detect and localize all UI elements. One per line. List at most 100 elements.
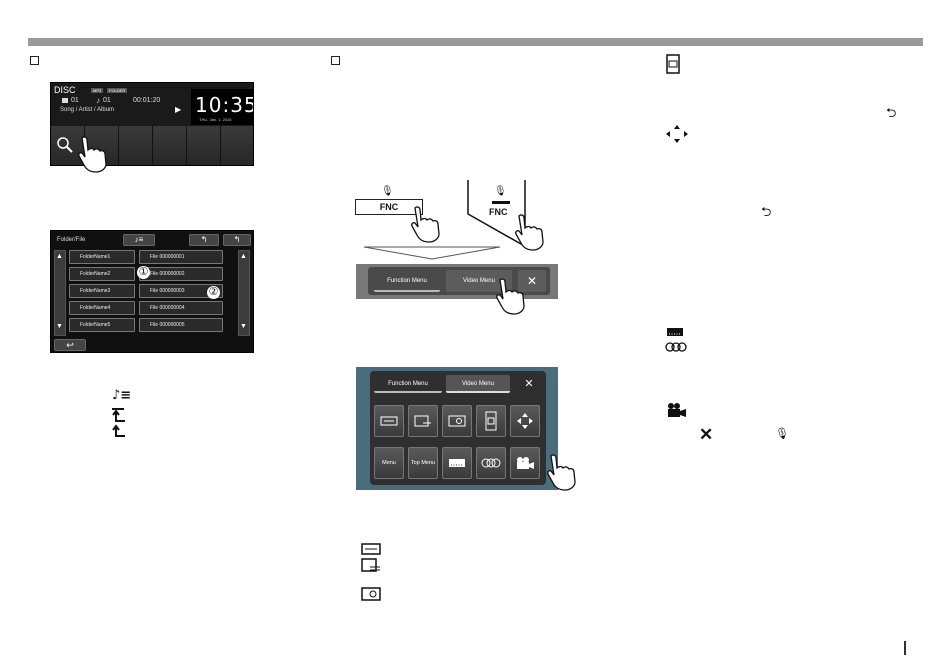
folder-up-icon <box>112 408 125 437</box>
music-list-icon: ♪≡ <box>112 388 132 403</box>
page-marker <box>904 641 906 655</box>
close-icon: ✕ <box>699 425 714 444</box>
callout-1: ① <box>137 266 150 279</box>
header-bar <box>28 38 923 46</box>
picture-adjust-button[interactable] <box>408 405 438 437</box>
list-item[interactable]: FolderName4 <box>69 301 135 315</box>
clock-panel: 10:35 THU. Jan. 1. 2015 <box>191 89 254 125</box>
screen-header: Folder/File <box>57 237 86 243</box>
list-item[interactable]: File 000000001 <box>139 250 223 264</box>
film-icon <box>485 411 497 431</box>
tab-function-menu[interactable]: Function Menu <box>374 270 440 292</box>
aspect-icon <box>380 416 398 426</box>
music-note-icon: ♪ <box>96 96 100 105</box>
folder-number: 01 <box>71 97 79 104</box>
angle-button[interactable] <box>510 447 540 479</box>
tab-video-menu[interactable]: Video Menu <box>446 270 512 292</box>
folder-badge: FOLDER <box>107 88 128 93</box>
function-menu-inner: Function Menu Video Menu ✕ <box>368 267 550 295</box>
aspect-icon <box>361 543 381 555</box>
list-item[interactable]: FolderName1 <box>69 250 135 264</box>
film-icon <box>666 54 680 74</box>
callout-2: ② <box>207 286 220 299</box>
hand-pointer-icon <box>411 206 440 243</box>
tab-function-menu[interactable]: Function Menu <box>374 375 442 393</box>
elapsed-time: 00:01:20 <box>133 97 161 104</box>
picture-adjust-icon <box>361 558 380 572</box>
scroll-up-icon[interactable]: ▲ <box>56 253 63 260</box>
track-number: 01 <box>103 97 111 104</box>
section-bullet-1 <box>30 56 39 65</box>
indicator-bar <box>492 201 510 204</box>
tag-info: Song / Artist / Album <box>60 107 115 113</box>
back-icon: ⮌ <box>886 106 897 121</box>
bar-cell[interactable] <box>153 126 187 165</box>
source-label: DISC <box>54 85 76 95</box>
folder-file-screen: Folder/File ♪≡ ↰ ↰ ▲ ▼ ▲ ▼ FolderName1 F… <box>50 230 254 353</box>
mic-icon: 🎙 <box>381 186 394 197</box>
parent-folder-button[interactable]: ↰ <box>189 234 219 246</box>
audio-icon <box>481 458 501 468</box>
picture-adjust-icon <box>414 415 431 427</box>
tab-video-menu[interactable]: Video Menu <box>446 375 510 393</box>
top-menu-button[interactable]: Top Menu <box>408 447 438 479</box>
scroll-down-icon[interactable]: ▼ <box>56 323 63 330</box>
fnc-button[interactable]: FNC <box>355 199 423 215</box>
back-button[interactable]: ↩ <box>54 339 86 351</box>
folder-icon <box>62 98 68 103</box>
scroll-up-icon[interactable]: ▲ <box>240 253 247 260</box>
list-item[interactable]: FolderName3 <box>69 284 135 298</box>
list-item[interactable]: File 000000003 <box>139 284 223 298</box>
zoom-button[interactable] <box>442 405 472 437</box>
list-item[interactable]: File 000000005 <box>139 318 223 332</box>
camera-icon <box>668 403 686 417</box>
root-folder-button[interactable]: ↰ <box>223 234 251 246</box>
video-menu-screen: Function Menu Video Menu ✕ Menu Top Menu <box>356 367 558 490</box>
cursor-arrows-icon <box>666 125 688 143</box>
hand-pointer-icon <box>78 136 107 173</box>
audio-button[interactable] <box>476 447 506 479</box>
folder-list: FolderName1 FolderName2 FolderName3 Fold… <box>69 250 135 332</box>
mic-icon: 🎙 <box>775 428 789 440</box>
bar-cell[interactable] <box>187 126 221 165</box>
list-item[interactable]: File 000000004 <box>139 301 223 315</box>
music-list-button[interactable]: ♪≡ <box>123 234 155 246</box>
subtitle-button[interactable] <box>442 447 472 479</box>
camera-icon <box>517 457 534 469</box>
audio-icon <box>665 342 687 352</box>
clock-time: 10:35 <box>195 93 254 117</box>
clock-date: THU. Jan. 1. 2015 <box>199 117 232 122</box>
back-icon: ⮌ <box>761 205 772 220</box>
list-item[interactable]: File 000000002 <box>139 267 223 281</box>
close-button[interactable]: ✕ <box>524 378 534 390</box>
search-icon <box>57 137 73 153</box>
bar-cell[interactable] <box>221 126 253 165</box>
cursor-button[interactable] <box>510 405 540 437</box>
bar-cell[interactable] <box>119 126 153 165</box>
function-menu-bar: Function Menu Video Menu ✕ <box>356 264 558 299</box>
chapter-button[interactable] <box>476 405 506 437</box>
zoom-icon <box>361 587 381 601</box>
hand-pointer-icon <box>496 278 525 315</box>
fnc-label[interactable]: FNC <box>489 207 508 217</box>
aspect-ratio-button[interactable] <box>374 405 404 437</box>
hand-pointer-icon <box>515 214 544 251</box>
list-item[interactable]: FolderName2 <box>69 267 135 281</box>
section-bullet-2 <box>331 56 340 65</box>
file-list: File 000000001 File 000000002 File 00000… <box>139 250 223 332</box>
scroll-down-icon[interactable]: ▼ <box>240 323 247 330</box>
play-icon: ▶ <box>175 105 182 114</box>
arrow-down-icon <box>363 246 501 260</box>
list-item[interactable]: FolderName5 <box>69 318 135 332</box>
mp3-badge: MP3 <box>91 88 104 93</box>
right-scrollbar[interactable] <box>238 250 250 336</box>
left-scrollbar[interactable] <box>54 250 66 336</box>
subtitle-icon <box>449 459 465 467</box>
hand-pointer-icon <box>547 454 576 491</box>
subtitle-icon <box>667 328 683 336</box>
video-menu-panel: Function Menu Video Menu ✕ Menu Top Menu <box>370 371 546 485</box>
menu-button[interactable]: Menu <box>374 447 404 479</box>
close-button[interactable]: ✕ <box>518 270 546 292</box>
zoom-icon <box>448 415 466 427</box>
mic-icon: 🎙 <box>494 186 507 197</box>
